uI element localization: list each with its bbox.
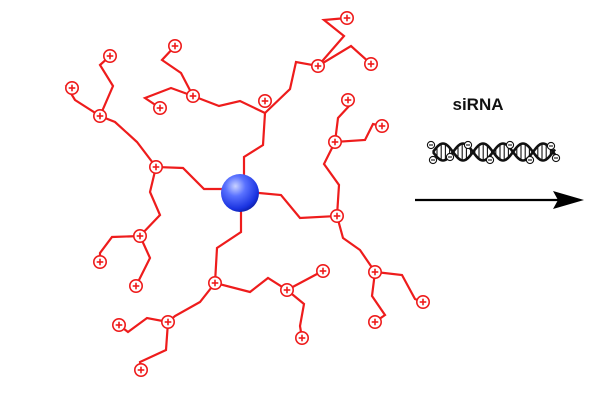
positive-charge-icon <box>186 89 201 104</box>
negative-charge-icon <box>485 155 495 165</box>
positive-charge-icon <box>374 119 389 134</box>
positive-charge-icon <box>340 93 355 108</box>
positive-charge-icon <box>93 255 108 270</box>
dendrimer-bond <box>142 86 195 110</box>
dendrimer-bond <box>166 281 217 324</box>
dendrimer-bond <box>322 140 341 218</box>
dendrimer-surface-charges <box>65 11 430 377</box>
positive-charge-icon <box>415 294 430 309</box>
dendrimer-bond <box>316 44 373 68</box>
helix-strand <box>431 142 557 162</box>
dendrimer-bond <box>138 165 162 238</box>
dendrimer-bond <box>134 234 152 288</box>
positive-charge-icon <box>367 314 382 329</box>
cationic-dendrimer <box>64 11 430 377</box>
positive-charge-icon <box>327 135 342 150</box>
positive-charge-icon <box>310 58 325 73</box>
negative-charge-icon <box>426 140 436 150</box>
positive-charge-icon <box>294 330 309 345</box>
dendrimer-bond <box>257 191 339 220</box>
negative-charge-icon <box>546 141 556 151</box>
positive-charge-icon <box>161 314 176 329</box>
dendrimer-bond <box>335 214 377 274</box>
negative-charge-icon <box>505 140 515 150</box>
dendrimer-bond <box>242 111 267 176</box>
dendrimer-core-sphere <box>221 174 259 212</box>
positive-charge-icon <box>149 160 164 175</box>
dendrimer-bond <box>138 320 170 372</box>
positive-charge-icon <box>329 209 344 224</box>
positive-charge-icon <box>129 278 144 293</box>
positive-charge-icon <box>103 48 118 63</box>
dendrimer-bond <box>98 54 115 118</box>
positive-charge-icon <box>279 282 294 297</box>
sirna-label: siRNA <box>452 95 503 114</box>
dendrimer-bond <box>160 44 195 98</box>
positive-charge-icon <box>134 362 149 377</box>
dendrimer-bond <box>213 276 289 294</box>
dendrimer-bond <box>263 60 320 115</box>
dendrimer-bond <box>333 122 384 144</box>
positive-charge-icon <box>133 229 148 244</box>
negative-charge-icon <box>551 153 561 163</box>
positive-charge-icon <box>367 264 382 279</box>
dendrimer-bond <box>370 270 387 324</box>
negative-charge-icon <box>525 155 535 165</box>
dendrimer-bond <box>373 270 425 304</box>
sirna-double-helix-icon <box>426 140 561 165</box>
positive-charge-icon <box>168 38 183 53</box>
dendrimer-bond <box>316 16 349 68</box>
positive-charge-icon <box>153 101 168 116</box>
reaction-arrow <box>415 191 584 209</box>
dendrimer-bond <box>117 316 170 334</box>
positive-charge-icon <box>257 94 272 109</box>
dendrimer-bond <box>213 210 243 285</box>
positive-charge-icon <box>315 263 330 278</box>
positive-charge-icon <box>65 81 80 96</box>
positive-charge-icon <box>93 109 108 124</box>
positive-charge-icon <box>208 275 223 290</box>
positive-charge-icon <box>339 11 354 25</box>
positive-charge-icon <box>112 317 127 332</box>
negative-charge-icon <box>445 152 455 162</box>
dendrimer-bond <box>285 288 306 340</box>
positive-charge-icon <box>363 56 378 71</box>
reaction-arrow-head <box>553 191 584 209</box>
negative-charge-icon <box>463 140 473 150</box>
dendrimer-bond <box>98 114 158 169</box>
negative-charge-icon <box>428 155 438 165</box>
dendrimer-bond <box>98 234 142 264</box>
dendrimer-bond <box>191 94 267 115</box>
dendrimer-bond <box>154 165 223 191</box>
